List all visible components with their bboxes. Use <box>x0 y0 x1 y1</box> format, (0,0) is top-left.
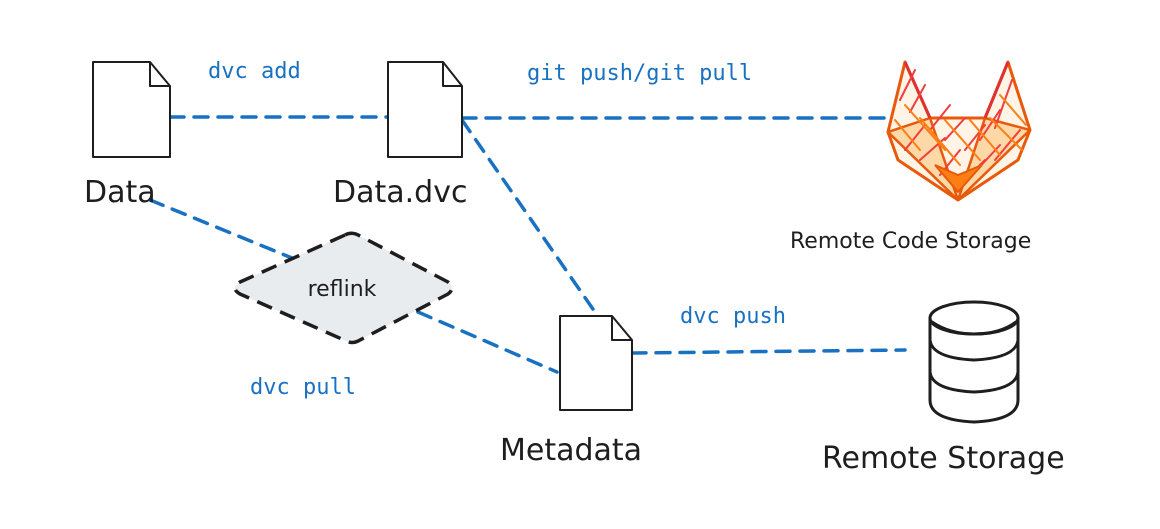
document-icon <box>92 61 171 158</box>
reflink-diamond <box>233 231 454 345</box>
edge-label-dvc-add: dvc add <box>208 59 301 84</box>
node-data[interactable]: Data <box>84 61 171 210</box>
document-icon <box>559 315 633 411</box>
node-label-reflink: reflink <box>308 277 377 302</box>
node-label-remote-code-storage: Remote Code Storage <box>790 229 1031 254</box>
database-cylinder-icon <box>928 300 1020 424</box>
node-remote-storage[interactable]: Remote Storage <box>822 300 1065 476</box>
edge-metadata-to-remote-storage <box>630 348 907 355</box>
node-remote-code-storage[interactable]: Remote Code Storage <box>790 60 1032 254</box>
edge-label-git-push-pull: git push/git pull <box>527 61 752 86</box>
document-icon <box>387 61 463 158</box>
node-metadata[interactable]: Metadata <box>500 315 642 468</box>
node-label-data-dvc: Data.dvc <box>333 175 467 210</box>
gitlab-fox-icon <box>886 60 1032 202</box>
node-label-data: Data <box>84 175 156 210</box>
edge-data-to-reflink <box>148 198 294 260</box>
node-data-dvc[interactable]: Data.dvc <box>333 61 467 210</box>
edges <box>148 115 907 374</box>
edge-label-dvc-pull: dvc pull <box>250 375 356 400</box>
node-label-remote-storage: Remote Storage <box>822 441 1065 476</box>
node-reflink[interactable]: reflink <box>233 231 454 345</box>
edge-label-dvc-push: dvc push <box>680 304 786 329</box>
edge-data-dvc-to-metadata <box>460 118 597 314</box>
edge-reflink-to-metadata <box>416 310 559 374</box>
node-label-metadata: Metadata <box>500 433 642 468</box>
